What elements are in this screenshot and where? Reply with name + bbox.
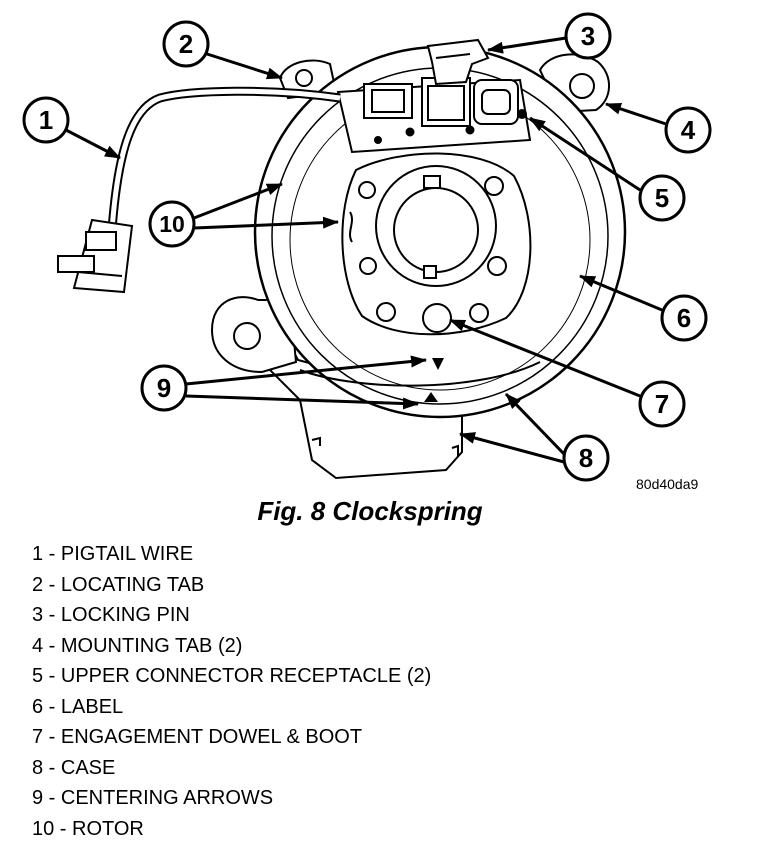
upper-connector-block [338,78,530,152]
legend-item: 7 - ENGAGEMENT DOWEL & BOOT [32,723,431,754]
callout-2: 2 [179,29,193,59]
legend-item: 5 - UPPER CONNECTOR RECEPTACLE (2) [32,662,431,693]
callout-4: 4 [681,115,696,145]
figure-title: Fig. 8 Clockspring [0,496,740,527]
clockspring-diagram: 1 2 3 4 5 6 7 8 9 10 [0,0,768,500]
callout-10: 10 [159,211,185,237]
legend-item: 1 - PIGTAIL WIRE [32,540,431,571]
legend-list: 1 - PIGTAIL WIRE 2 - LOCATING TAB 3 - LO… [32,540,431,845]
legend-item: 9 - CENTERING ARROWS [32,784,431,815]
figure-code: 80d40da9 [636,476,698,492]
legend-item: 6 - LABEL [32,693,431,724]
callout-5: 5 [655,183,669,213]
callout-3: 3 [581,21,595,51]
legend-item: 10 - ROTOR [32,815,431,845]
legend-item: 2 - LOCATING TAB [32,571,431,602]
callout-1: 1 [39,105,53,135]
callout-8: 8 [579,443,593,473]
pigtail-connector [58,220,132,292]
legend-item: 8 - CASE [32,754,431,785]
legend-item: 4 - MOUNTING TAB (2) [32,632,431,663]
callout-6: 6 [677,303,691,333]
callout-7: 7 [655,389,669,419]
callout-9: 9 [157,373,171,403]
rotor [342,153,530,334]
legend-item: 3 - LOCKING PIN [32,601,431,632]
